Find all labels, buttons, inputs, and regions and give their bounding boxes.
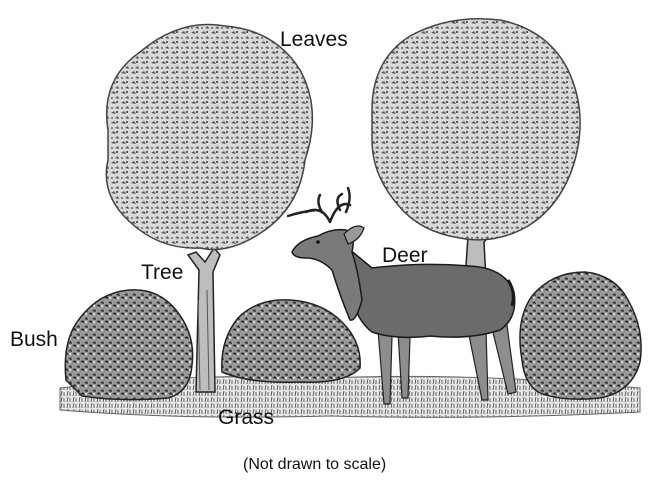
label-grass: Grass [218,406,275,429]
tree-right-foliage [371,17,581,241]
caption: (Not drawn to scale) [243,456,387,473]
tree-right [371,17,581,281]
label-deer: Deer [382,244,428,267]
bush-middle [221,299,361,384]
deer-tail [506,279,515,307]
deer-ear [343,225,365,245]
tree-left [105,23,314,393]
deer-head [291,228,363,321]
deer [286,186,517,405]
bush-right [519,271,642,400]
deer-body [347,248,516,339]
deer-antlers [286,186,352,224]
label-tree: Tree [141,261,184,284]
label-leaves: Leaves [280,28,348,51]
tree-left-foliage [105,23,314,251]
bush-left [64,289,194,401]
label-bush: Bush [10,328,58,351]
deer-eye [316,240,320,244]
